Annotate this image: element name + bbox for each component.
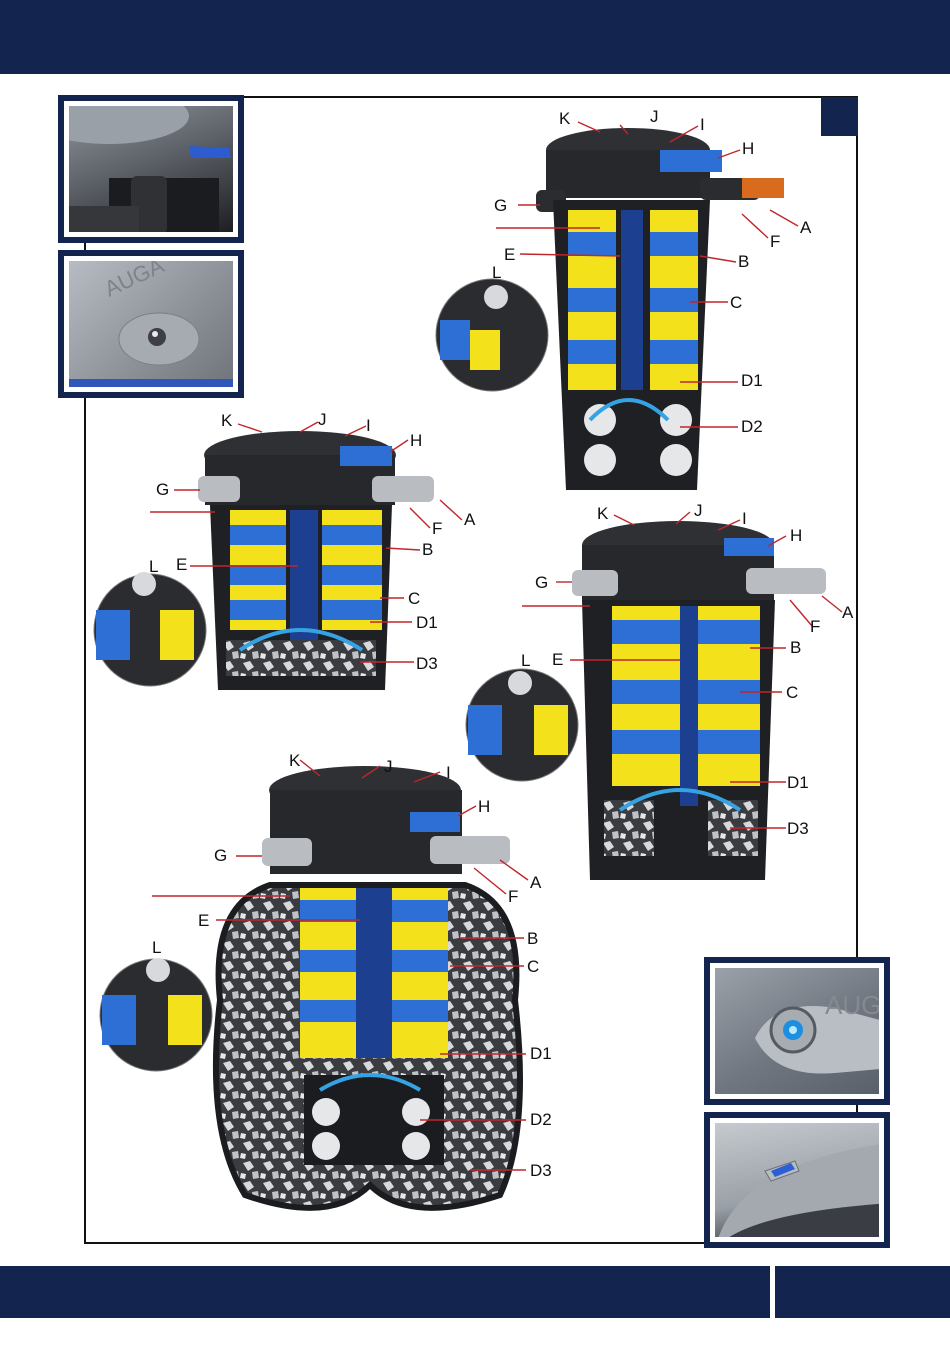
callout-g-3: G — [535, 574, 548, 591]
callout-i-2: I — [366, 417, 371, 434]
callout-d1-4: D1 — [530, 1045, 552, 1062]
callout-h-4: H — [478, 798, 490, 815]
callout-j-2: J — [318, 411, 327, 428]
callout-l-3: L — [521, 652, 530, 669]
callout-b-4: B — [527, 930, 538, 947]
callout-d1-1: D1 — [741, 372, 763, 389]
callout-g-2: G — [156, 481, 169, 498]
callout-d3-2: D3 — [416, 655, 438, 672]
callout-e-4: E — [198, 912, 209, 929]
callout-d2-1: D2 — [741, 418, 763, 435]
callout-d3-4: D3 — [530, 1162, 552, 1179]
callout-d3-3: D3 — [787, 820, 809, 837]
callout-b-2: B — [422, 541, 433, 558]
callout-h-1: H — [742, 140, 754, 157]
filter-3 — [466, 521, 826, 880]
callout-c-2: C — [408, 590, 420, 607]
callout-a-4: A — [530, 874, 541, 891]
callout-h-3: H — [790, 527, 802, 544]
callout-e-2: E — [176, 556, 187, 573]
callout-f-3: F — [810, 618, 820, 635]
callout-l-2: L — [149, 558, 158, 575]
callout-d1-2: D1 — [416, 614, 438, 631]
callout-f-2: F — [432, 520, 442, 537]
callout-k-1: K — [559, 110, 570, 127]
callout-c-3: C — [786, 684, 798, 701]
callout-g-1: G — [494, 197, 507, 214]
callout-k-3: K — [597, 505, 608, 522]
callout-k-2: K — [221, 412, 232, 429]
filter-2 — [94, 431, 434, 690]
callout-l-4: L — [152, 939, 161, 956]
callout-f-1: F — [770, 233, 780, 250]
callout-l-1: L — [492, 264, 501, 281]
callout-c-1: C — [730, 294, 742, 311]
callout-i-3: I — [742, 510, 747, 527]
callout-i-4: I — [446, 764, 451, 781]
callout-f-4: F — [508, 888, 518, 905]
callout-j-3: J — [694, 502, 703, 519]
callout-d2-4: D2 — [530, 1111, 552, 1128]
callout-g-4: G — [214, 847, 227, 864]
callout-b-3: B — [790, 639, 801, 656]
callout-b-1: B — [738, 253, 749, 270]
callout-j-4: J — [384, 758, 393, 775]
callout-d1-3: D1 — [787, 774, 809, 791]
callout-c-4: C — [527, 958, 539, 975]
callout-a-3: A — [842, 604, 853, 621]
callout-j-1: J — [650, 108, 659, 125]
callout-a-2: A — [464, 511, 475, 528]
callout-k-4: K — [289, 752, 300, 769]
callout-e-3: E — [552, 651, 563, 668]
callout-e-1: E — [504, 246, 515, 263]
callout-a-1: A — [800, 219, 811, 236]
filter-4 — [100, 766, 520, 1208]
callout-i-1: I — [700, 116, 705, 133]
callout-h-2: H — [410, 432, 422, 449]
